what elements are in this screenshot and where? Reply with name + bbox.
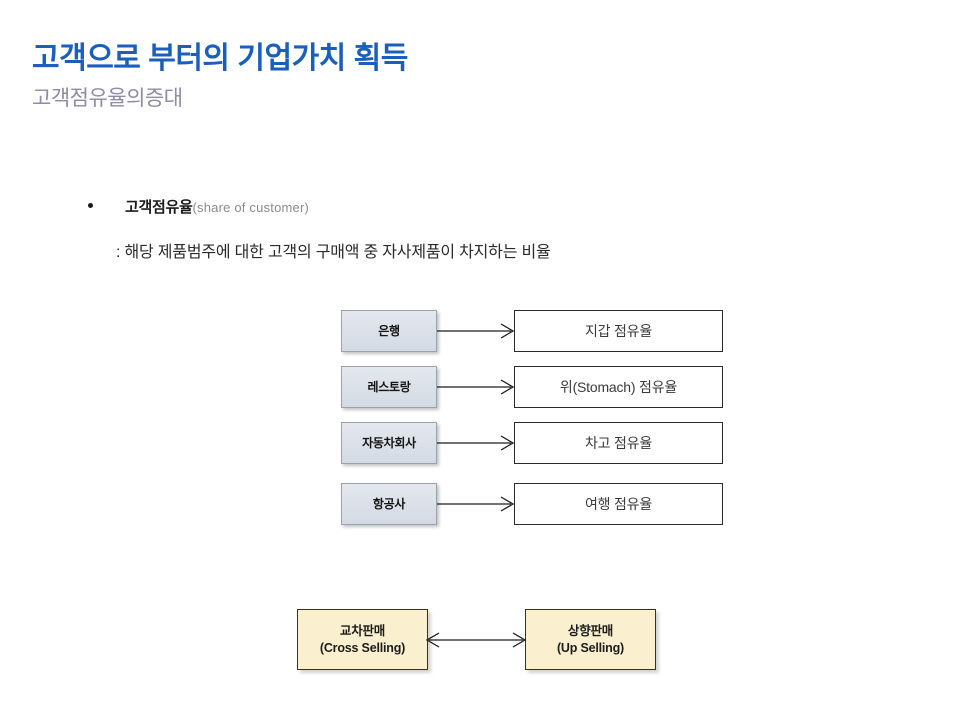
source-box-4: 항공사	[341, 483, 437, 525]
cross-selling-text: 교차판매 (Cross Selling)	[320, 623, 405, 657]
source-box-2: 레스토랑	[341, 366, 437, 408]
bullet-term-english: (share of customer)	[192, 200, 310, 215]
arrow-head-2	[500, 379, 515, 395]
selling-double-arrow	[425, 632, 527, 648]
selling-arrow-head-left	[425, 632, 440, 648]
target-box-4-label: 여행 점유율	[584, 495, 653, 512]
up-selling-label-ko: 상향판매	[567, 623, 614, 638]
bullet-item: 고객점유율 (share of customer)	[88, 196, 309, 217]
target-box-4: 여행 점유율	[514, 483, 723, 525]
bullet-term-korean: 고객점유율	[125, 199, 193, 216]
page-subtitle: 고객점유율의증대	[32, 87, 183, 110]
source-box-3: 자동차회사	[341, 422, 437, 464]
target-box-3: 차고 점유율	[514, 422, 723, 464]
up-selling-box: 상향판매 (Up Selling)	[525, 609, 656, 670]
target-box-3-label: 차고 점유율	[584, 434, 653, 451]
arrow-head-4	[500, 496, 515, 512]
source-box-1-label: 은행	[378, 323, 400, 338]
source-box-4-label: 항공사	[372, 496, 406, 511]
page-title: 고객으로 부터의 기업가치 획득	[32, 42, 408, 75]
source-box-2-label: 레스토랑	[367, 379, 411, 394]
target-box-2: 위(Stomach) 점유율	[514, 366, 723, 408]
arrow-head-3	[500, 435, 515, 451]
target-box-1: 지갑 점유율	[514, 310, 723, 352]
source-box-3-label: 자동차회사	[362, 435, 416, 450]
definition-text: : 해당 제품범주에 대한 고객의 구매액 중 자사제품이 차지하는 비율	[116, 244, 551, 261]
cross-selling-box: 교차판매 (Cross Selling)	[297, 609, 428, 670]
target-box-1-label: 지갑 점유율	[584, 322, 653, 339]
target-box-2-label: 위(Stomach) 점유율	[559, 378, 678, 395]
selling-arrow-head-right	[512, 632, 527, 648]
arrow-connectors	[437, 323, 515, 512]
source-box-1: 은행	[341, 310, 437, 352]
bullet-dot-icon	[88, 203, 93, 208]
arrow-head-1	[500, 323, 515, 339]
cross-selling-label-ko: 교차판매	[339, 623, 386, 638]
up-selling-label-en: (Up Selling)	[556, 640, 625, 655]
up-selling-text: 상향판매 (Up Selling)	[557, 623, 624, 657]
cross-selling-label-en: (Cross Selling)	[319, 640, 406, 655]
